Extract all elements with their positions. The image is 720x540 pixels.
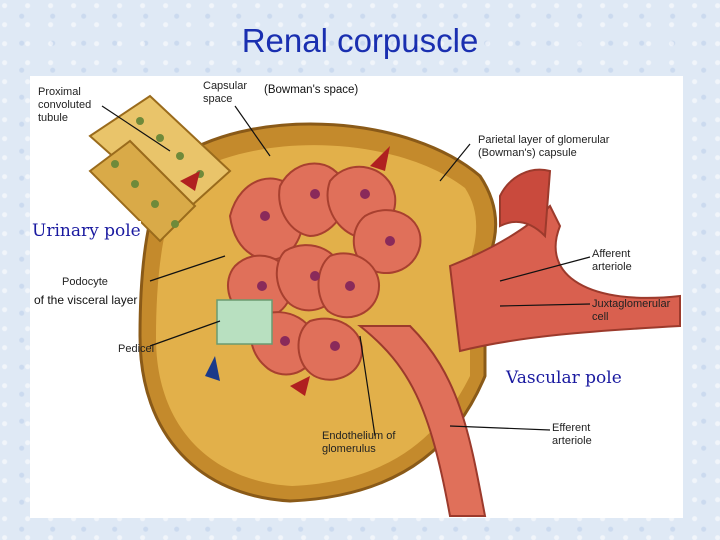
label-podocyte: Podocyte (62, 276, 108, 289)
label-juxtaglomerular-cell: Juxtaglomerular cell (592, 298, 682, 324)
label-pedicel: Pedicel (118, 343, 154, 356)
label-efferent-arteriole: Efferent arteriole (552, 422, 622, 448)
label-urinary-pole: Urinary pole (32, 221, 141, 241)
highlight-box (217, 300, 272, 344)
slide-title: Renal corpuscle (0, 22, 720, 60)
label-endothelium: Endothelium of glomerulus (322, 430, 422, 456)
label-parietal-layer: Parietal layer of glomerular (Bowman's) … (478, 134, 638, 160)
renal-corpuscle-figure: Proximal convoluted tubule Capsular spac… (30, 76, 683, 518)
label-afferent-arteriole: Afferent arteriole (592, 248, 662, 274)
label-vascular-pole: Vascular pole (506, 368, 622, 388)
label-proximal-tubule: Proximal convoluted tubule (38, 86, 108, 125)
label-visceral-layer: of the visceral layer (34, 293, 137, 307)
label-bowmans-space: (Bowman's space) (264, 84, 358, 97)
label-capsular-space: Capsular space (203, 80, 263, 106)
